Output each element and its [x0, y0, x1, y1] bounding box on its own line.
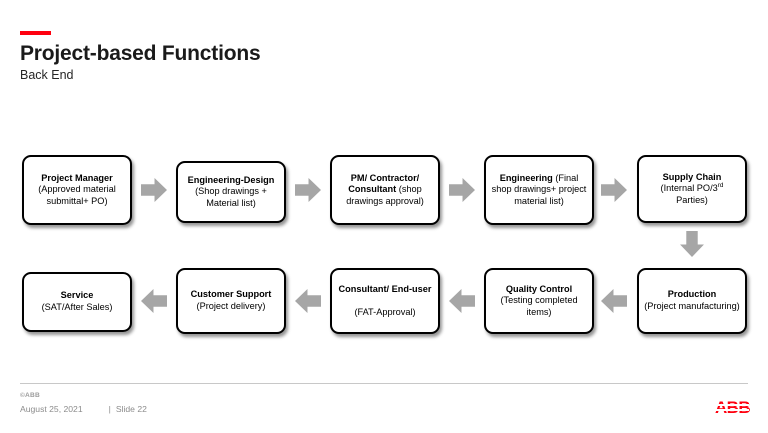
- flow-node-customer-support[interactable]: Customer Support (Project delivery): [176, 268, 286, 334]
- abb-logo-bar-bottom: [715, 409, 749, 411]
- arrow-left-icon: [295, 289, 321, 313]
- footer-date: August 25, 2021: [20, 404, 83, 414]
- arrow-right-icon: [141, 178, 167, 202]
- flow-node-detail: (FAT-Approval): [354, 306, 416, 317]
- flow-node-supply-chain[interactable]: Supply Chain (Internal PO/3rd Parties): [637, 155, 747, 223]
- flow-node-consultant-end-user[interactable]: Consultant/ End-user (FAT-Approval): [330, 268, 440, 334]
- abb-logo: ABB: [714, 398, 751, 417]
- arrow-left-icon: [141, 289, 167, 313]
- arrow-right-icon: [601, 178, 627, 202]
- flow-node-title: Engineering: [499, 172, 553, 183]
- flow-node-title: Project Manager: [41, 172, 113, 183]
- footer-separator: |: [108, 404, 111, 414]
- flow-node-text: Quality Control (Testing completed items…: [491, 284, 587, 319]
- flow-node-title: Consultant/ End-user: [338, 283, 432, 294]
- flow-node-text: Consultant/ End-user (FAT-Approval): [339, 284, 432, 319]
- brand-accent-bar: [20, 31, 51, 35]
- flow-node-engineering[interactable]: Engineering (Final shop drawings+ projec…: [484, 155, 594, 225]
- flow-node-text: Customer Support (Project delivery): [183, 289, 279, 312]
- page-title: Project-based Functions: [20, 42, 261, 65]
- arrow-right-icon: [295, 178, 321, 202]
- abb-logo-bar-top: [715, 404, 749, 406]
- flow-node-text: Production (Project manufacturing): [644, 289, 740, 312]
- footer-slide-number: Slide 22: [115, 404, 147, 414]
- flow-node-detail: (Testing completed items): [500, 295, 578, 317]
- flow-node-detail: (Project manufacturing): [644, 301, 740, 311]
- flow-node-detail: (shop drawings approval): [346, 184, 424, 206]
- flow-node-title: Supply Chain: [662, 171, 722, 182]
- flow-node-detail: (Project delivery): [196, 301, 266, 311]
- flow-node-title: Service: [60, 290, 94, 301]
- flow-node-text: Project Manager (Approved material submi…: [29, 173, 125, 208]
- flow-node-detail: (Internal PO/3rd Parties): [660, 182, 724, 205]
- flow-node-text: PM/ Contractor/ Consultant (shop drawing…: [337, 173, 433, 208]
- flow-node-text: Engineering-Design (Shop drawings + Mate…: [183, 175, 279, 210]
- page-subtitle: Back End: [20, 68, 74, 82]
- abb-logo-text: ABB: [714, 398, 751, 417]
- flow-node-engineering-design[interactable]: Engineering-Design (Shop drawings + Mate…: [176, 161, 286, 223]
- flow-node-text: Engineering (Final shop drawings+ projec…: [491, 173, 587, 208]
- flow-node-text: Supply Chain (Internal PO/3rd Parties): [644, 172, 740, 207]
- flow-node-detail: (Final shop drawings+ project material l…: [491, 172, 587, 206]
- footer-copyright: ©ABB: [20, 392, 40, 399]
- flow-node-project-manager[interactable]: Project Manager (Approved material submi…: [22, 155, 132, 225]
- flow-node-quality-control[interactable]: Quality Control (Testing completed items…: [484, 268, 594, 334]
- flow-node-title: Quality Control: [505, 283, 573, 294]
- arrow-left-icon: [449, 289, 475, 313]
- footer-divider: [20, 383, 748, 384]
- arrow-right-icon: [449, 178, 475, 202]
- flow-node-detail: (Approved material submittal+ PO): [38, 184, 116, 206]
- flow-node-production[interactable]: Production (Project manufacturing): [637, 268, 747, 334]
- flow-node-title: Engineering-Design: [187, 174, 275, 185]
- arrow-left-icon: [601, 289, 627, 313]
- flow-node-detail: (SAT/After Sales): [41, 302, 113, 312]
- flow-node-service[interactable]: Service (SAT/After Sales): [22, 272, 132, 332]
- flow-node-detail: (Shop drawings + Material list): [195, 186, 267, 208]
- flow-node-title: Production: [667, 289, 717, 300]
- flow-node-text: Service (SAT/After Sales): [42, 290, 113, 313]
- flow-node-pm-contractor-consultant[interactable]: PM/ Contractor/ Consultant (shop drawing…: [330, 155, 440, 225]
- footer-meta: August 25, 2021 | Slide 22: [20, 404, 147, 414]
- flow-node-title: Customer Support: [190, 289, 272, 300]
- arrow-down-icon: [680, 231, 704, 257]
- flow-node-title: PM/ Contractor/ Consultant: [348, 172, 420, 195]
